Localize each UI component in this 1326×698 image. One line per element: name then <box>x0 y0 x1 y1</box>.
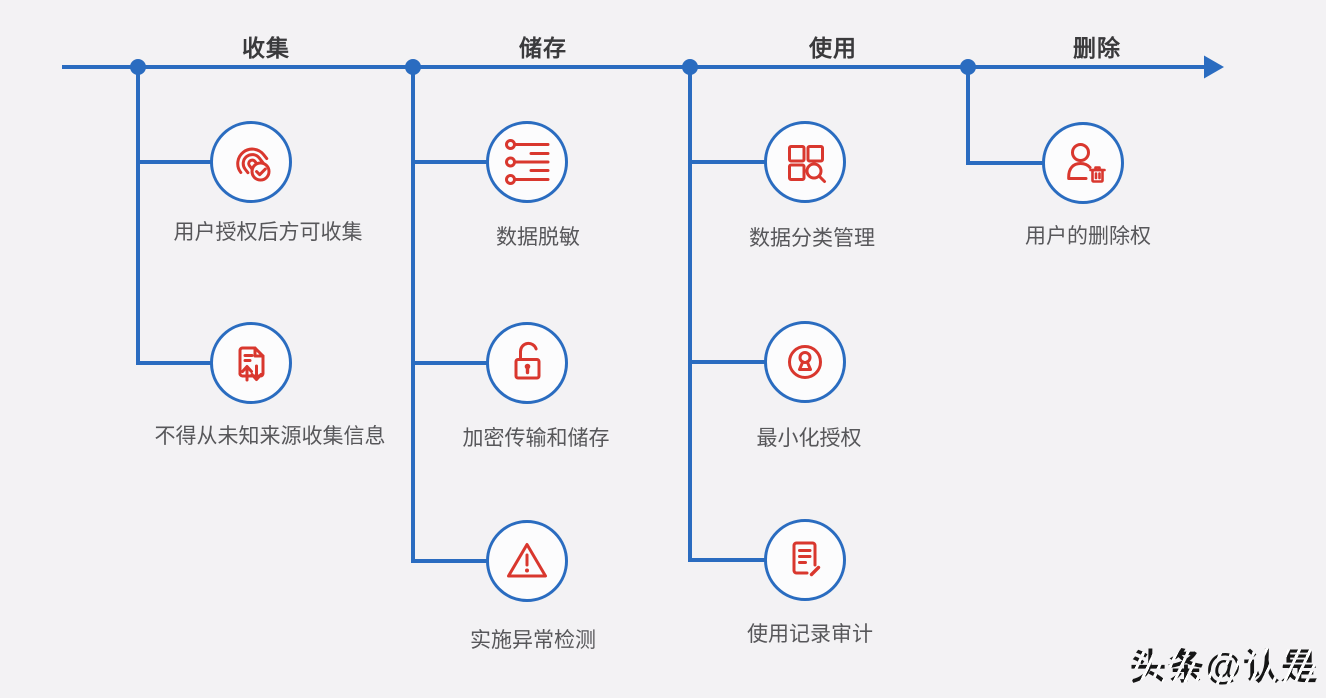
item-label: 数据分类管理 <box>749 227 875 250</box>
timeline-node <box>130 59 146 75</box>
user-delete-icon <box>1067 143 1106 183</box>
timeline-node <box>960 59 976 75</box>
timeline-node <box>405 59 421 75</box>
warning-triangle-icon <box>507 543 547 578</box>
unlocked-padlock-icon <box>514 341 541 380</box>
item-label: 用户授权后方可收集 <box>173 221 363 244</box>
item-circle <box>210 322 292 404</box>
stage-title-delete: 删除 <box>1073 35 1121 61</box>
item-label: 实施异常检测 <box>470 629 596 652</box>
document-transfer-icon <box>238 346 265 382</box>
stage-title-collect: 收集 <box>242 35 290 61</box>
stage-title-use: 使用 <box>809 35 857 61</box>
data-masking-sliders-icon <box>505 139 550 185</box>
fingerprint-check-icon <box>236 147 271 182</box>
item-label: 不得从未知来源收集信息 <box>154 425 386 448</box>
item-circle <box>486 520 568 602</box>
stage-title-store: 储存 <box>519 35 567 61</box>
item-label: 最小化授权 <box>756 427 862 450</box>
item-label: 使用记录审计 <box>747 623 873 646</box>
item-circle <box>210 121 292 203</box>
keyhole-icon <box>788 345 822 379</box>
audit-record-icon <box>792 541 821 577</box>
watermark: 头条@认是 <box>1130 638 1319 690</box>
item-label: 加密传输和储存 <box>462 427 610 450</box>
item-circle <box>764 519 846 601</box>
item-circle <box>764 321 846 403</box>
item-circle <box>1042 122 1124 204</box>
item-circle <box>486 121 568 203</box>
item-circle <box>486 322 568 404</box>
timeline-arrowhead-icon <box>1204 55 1224 79</box>
item-circle <box>764 121 846 203</box>
category-search-icon <box>788 145 826 183</box>
item-label: 用户的删除权 <box>1025 225 1151 248</box>
timeline-node <box>682 59 698 75</box>
item-label: 数据脱敏 <box>496 226 580 249</box>
